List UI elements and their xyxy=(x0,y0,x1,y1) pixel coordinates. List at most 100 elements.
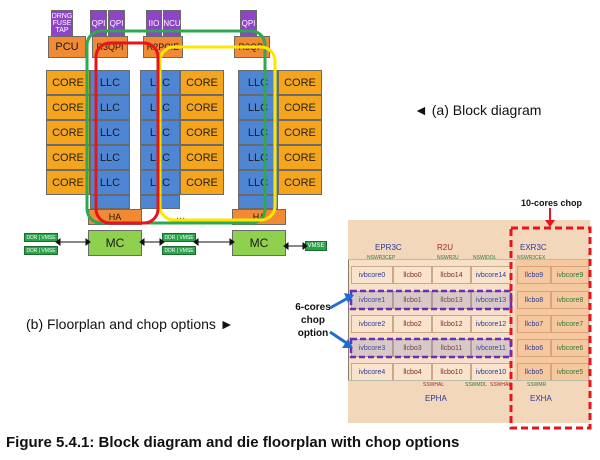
pcu-label: PCU xyxy=(55,41,79,53)
qpi-label: QPI xyxy=(109,18,124,28)
core-label: CORE xyxy=(284,126,316,139)
llc-label: LLC xyxy=(99,76,121,89)
core-label: CORE xyxy=(186,126,218,139)
chop10-outline xyxy=(509,226,592,430)
caption-floorplan: (b) Floorplan and chop options ► xyxy=(26,316,234,332)
core-block: CORE xyxy=(278,170,322,195)
llc-block: LLC xyxy=(238,120,278,145)
red-ring xyxy=(94,41,160,225)
ddr-label: DDR | VMSE xyxy=(164,247,194,254)
nswidol-label: NSWIDOL xyxy=(473,255,497,261)
arrow-head xyxy=(283,242,289,250)
chop6-arrow-up xyxy=(329,296,349,310)
llc-column-extension xyxy=(238,195,278,209)
qpi-label: QPI xyxy=(91,18,106,28)
epha-label: EPHA xyxy=(425,394,447,403)
nswr3cep-label: NSWR3CEP xyxy=(367,255,396,261)
drng-fuse-tap-box: DRNG FUSE TAP xyxy=(51,10,73,36)
floorplan-core-cell: ivbcore0 xyxy=(351,266,393,284)
core-label: CORE xyxy=(186,76,218,89)
llc-block: LLC xyxy=(238,70,278,95)
llc-label: LLC xyxy=(247,126,269,139)
arrow-head xyxy=(139,238,145,246)
r3qpi-label: R3QPI xyxy=(96,42,124,52)
core-label: CORE xyxy=(52,101,84,114)
core-block: CORE xyxy=(278,145,322,170)
floorplan-core-cell: ivbcore2 xyxy=(351,315,393,333)
arrow-head xyxy=(85,238,91,246)
llc-label: LLC xyxy=(247,76,269,89)
ddr-vmse-box-1: DDR | VMSE xyxy=(24,233,58,242)
core-label: CORE xyxy=(52,126,84,139)
block-overlay xyxy=(55,29,308,250)
core-label: CORE xyxy=(284,101,316,114)
llc-label: LLC xyxy=(99,151,121,164)
core-block: CORE xyxy=(46,145,90,170)
core-label: CORE xyxy=(52,151,84,164)
sswmdl-label: SSWMDL xyxy=(465,382,487,388)
iio-label: IIO xyxy=(148,18,160,28)
floorplan-llc-cell: llcbo0 xyxy=(393,266,432,284)
llc-label: LLC xyxy=(247,176,269,189)
llc-label: LLC xyxy=(99,101,121,114)
core-block: CORE xyxy=(180,70,224,95)
core-label: CORE xyxy=(186,176,218,189)
llc-block: LLC xyxy=(238,170,278,195)
floorplan-llc-cell: llcbo2 xyxy=(393,315,432,333)
chop6-arrows xyxy=(329,293,354,348)
chop6-row-2 xyxy=(349,337,513,359)
ha-label: HA xyxy=(252,212,266,222)
nswr3cex-label: NSWR3CEX xyxy=(517,255,546,261)
mc-label: MC xyxy=(105,236,125,250)
core-label: CORE xyxy=(186,101,218,114)
core-block: CORE xyxy=(278,95,322,120)
llc-column-extension xyxy=(90,195,130,209)
ellipsis: ... xyxy=(176,210,186,222)
core-block: CORE xyxy=(278,70,322,95)
memory-controller-right: MC xyxy=(232,230,286,256)
core-block: CORE xyxy=(278,120,322,145)
r2pcie-label: R2PCIE xyxy=(146,42,180,52)
floorplan-llc-cell: llcbo7 xyxy=(517,315,551,333)
core-block: CORE xyxy=(180,95,224,120)
chop6-row-1 xyxy=(349,289,513,311)
llc-label: LLC xyxy=(99,126,121,139)
arrow-head xyxy=(229,238,235,246)
chop6-arrow-down xyxy=(329,330,349,346)
core-label: CORE xyxy=(52,176,84,189)
ddr-vmse-box-3: DDR | VMSE xyxy=(162,233,196,242)
llc-block: LLC xyxy=(238,95,278,120)
sswmr-label: SSWMR xyxy=(527,382,547,388)
chop6-arrowhead-down xyxy=(342,339,353,348)
core-block: CORE xyxy=(180,145,224,170)
floorplan-llc-cell: llcbo12 xyxy=(432,315,471,333)
chop6-arrowhead-up xyxy=(344,293,354,303)
core-label: CORE xyxy=(52,76,84,89)
nswr2u-label: NSWR2U xyxy=(437,255,459,261)
core-label: CORE xyxy=(284,151,316,164)
ddr-label: DDR | VMSE xyxy=(164,234,194,241)
core-block: CORE xyxy=(46,70,90,95)
ncu-label: NCU xyxy=(163,18,181,28)
floorplan-llc-cell: llcbo6 xyxy=(517,339,551,357)
figure-caption: Figure 5.4.1: Block diagram and die floo… xyxy=(6,434,460,451)
arrow-head xyxy=(193,238,199,246)
floorplan-llc-cell: llcbo1 xyxy=(393,291,432,309)
llc-label: LLC xyxy=(247,101,269,114)
floorplan-llc-cell: llcbo8 xyxy=(517,291,551,309)
drng-label: DRNG FUSE TAP xyxy=(51,12,73,34)
sswhal-label: SSWHAL xyxy=(423,382,445,388)
ha-label: HA xyxy=(108,212,122,222)
arrow-head xyxy=(302,242,308,250)
yellow-ring xyxy=(158,45,277,222)
ddr-label: DDR | VMSE xyxy=(26,234,56,241)
green-ring xyxy=(85,29,267,225)
r2u-label: R2U xyxy=(437,243,454,252)
floorplan-llc-cell: llcbo9 xyxy=(517,266,551,284)
chop10-arrowhead xyxy=(545,220,555,227)
ddr-label: DDR | VMSE xyxy=(26,247,56,254)
block-diagram: DRNG FUSE TAP QPI QPI IIO NCU QPI PCU R3… xyxy=(0,0,330,270)
core-block: CORE xyxy=(180,170,224,195)
ddr-vmse-box-4: DDR | VMSE xyxy=(162,246,196,255)
exr3c-label: EXR3C xyxy=(520,243,547,252)
